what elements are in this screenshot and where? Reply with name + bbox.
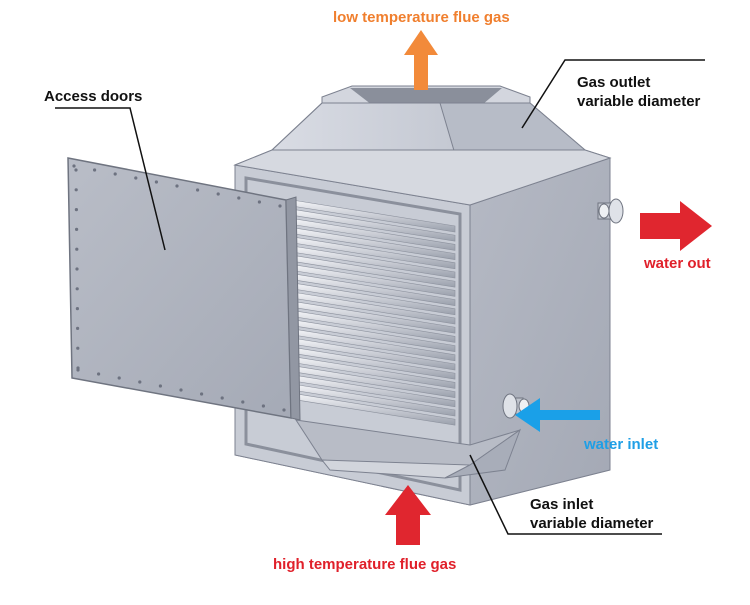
door-rivet: [278, 204, 282, 208]
door-rivet: [75, 287, 79, 291]
door-rivet: [237, 196, 241, 200]
door-rivet: [76, 346, 80, 350]
low-gas-label: low temperature flue gas: [333, 9, 510, 26]
door-rivet: [154, 180, 158, 184]
door-rivet: [179, 388, 183, 392]
door-rivet: [257, 200, 261, 204]
water-inlet-label: water inlet: [584, 436, 659, 453]
door-rivet: [97, 372, 101, 376]
water-out-pipe: [597, 198, 624, 224]
door-rivet: [200, 392, 204, 396]
door-rivet: [196, 188, 200, 192]
high-gas-arrow-icon: [385, 485, 431, 545]
door-rivet: [117, 376, 121, 380]
water-inlet-arrow-icon: [515, 398, 600, 432]
door-rivet: [113, 172, 117, 176]
door-rivet: [75, 247, 79, 251]
door-rivet: [76, 326, 80, 330]
door-rivet: [216, 192, 220, 196]
door-rivet: [75, 227, 79, 231]
door-rivet: [220, 396, 224, 400]
door-rivet: [282, 408, 286, 412]
door-rivet: [74, 168, 78, 172]
door-rivet: [175, 184, 179, 188]
gas-inlet-hood: [294, 419, 522, 479]
door-rivet: [138, 380, 142, 384]
water-inlet-pipe: [502, 393, 530, 419]
door-rivet: [158, 384, 162, 388]
door-rivet: [134, 176, 138, 180]
door-rivet: [74, 208, 78, 212]
low-gas-arrow-icon: [404, 30, 438, 90]
door-rivet: [261, 404, 265, 408]
gas-inlet-label-line2: variable diameter: [530, 515, 654, 532]
high-gas-label: high temperature flue gas: [273, 556, 457, 573]
access-doors-label: Access doors: [44, 88, 143, 105]
door-rivet: [76, 366, 80, 370]
door-rivet: [72, 164, 76, 168]
gas-inlet-label-line1: Gas inlet: [530, 496, 594, 513]
gas-outlet-label-line2: variable diameter: [577, 93, 701, 110]
door-rivet: [241, 400, 245, 404]
water-out-label: water out: [644, 255, 711, 272]
door-rivet: [75, 307, 79, 311]
door-rivet: [75, 267, 79, 271]
gas-outlet-label-line1: Gas outlet: [577, 74, 651, 91]
door-rivet: [74, 188, 78, 192]
leader-lines: [55, 59, 705, 535]
water-out-arrow-icon: [640, 201, 712, 251]
access-door: [67, 157, 301, 421]
door-rivet: [93, 168, 97, 172]
